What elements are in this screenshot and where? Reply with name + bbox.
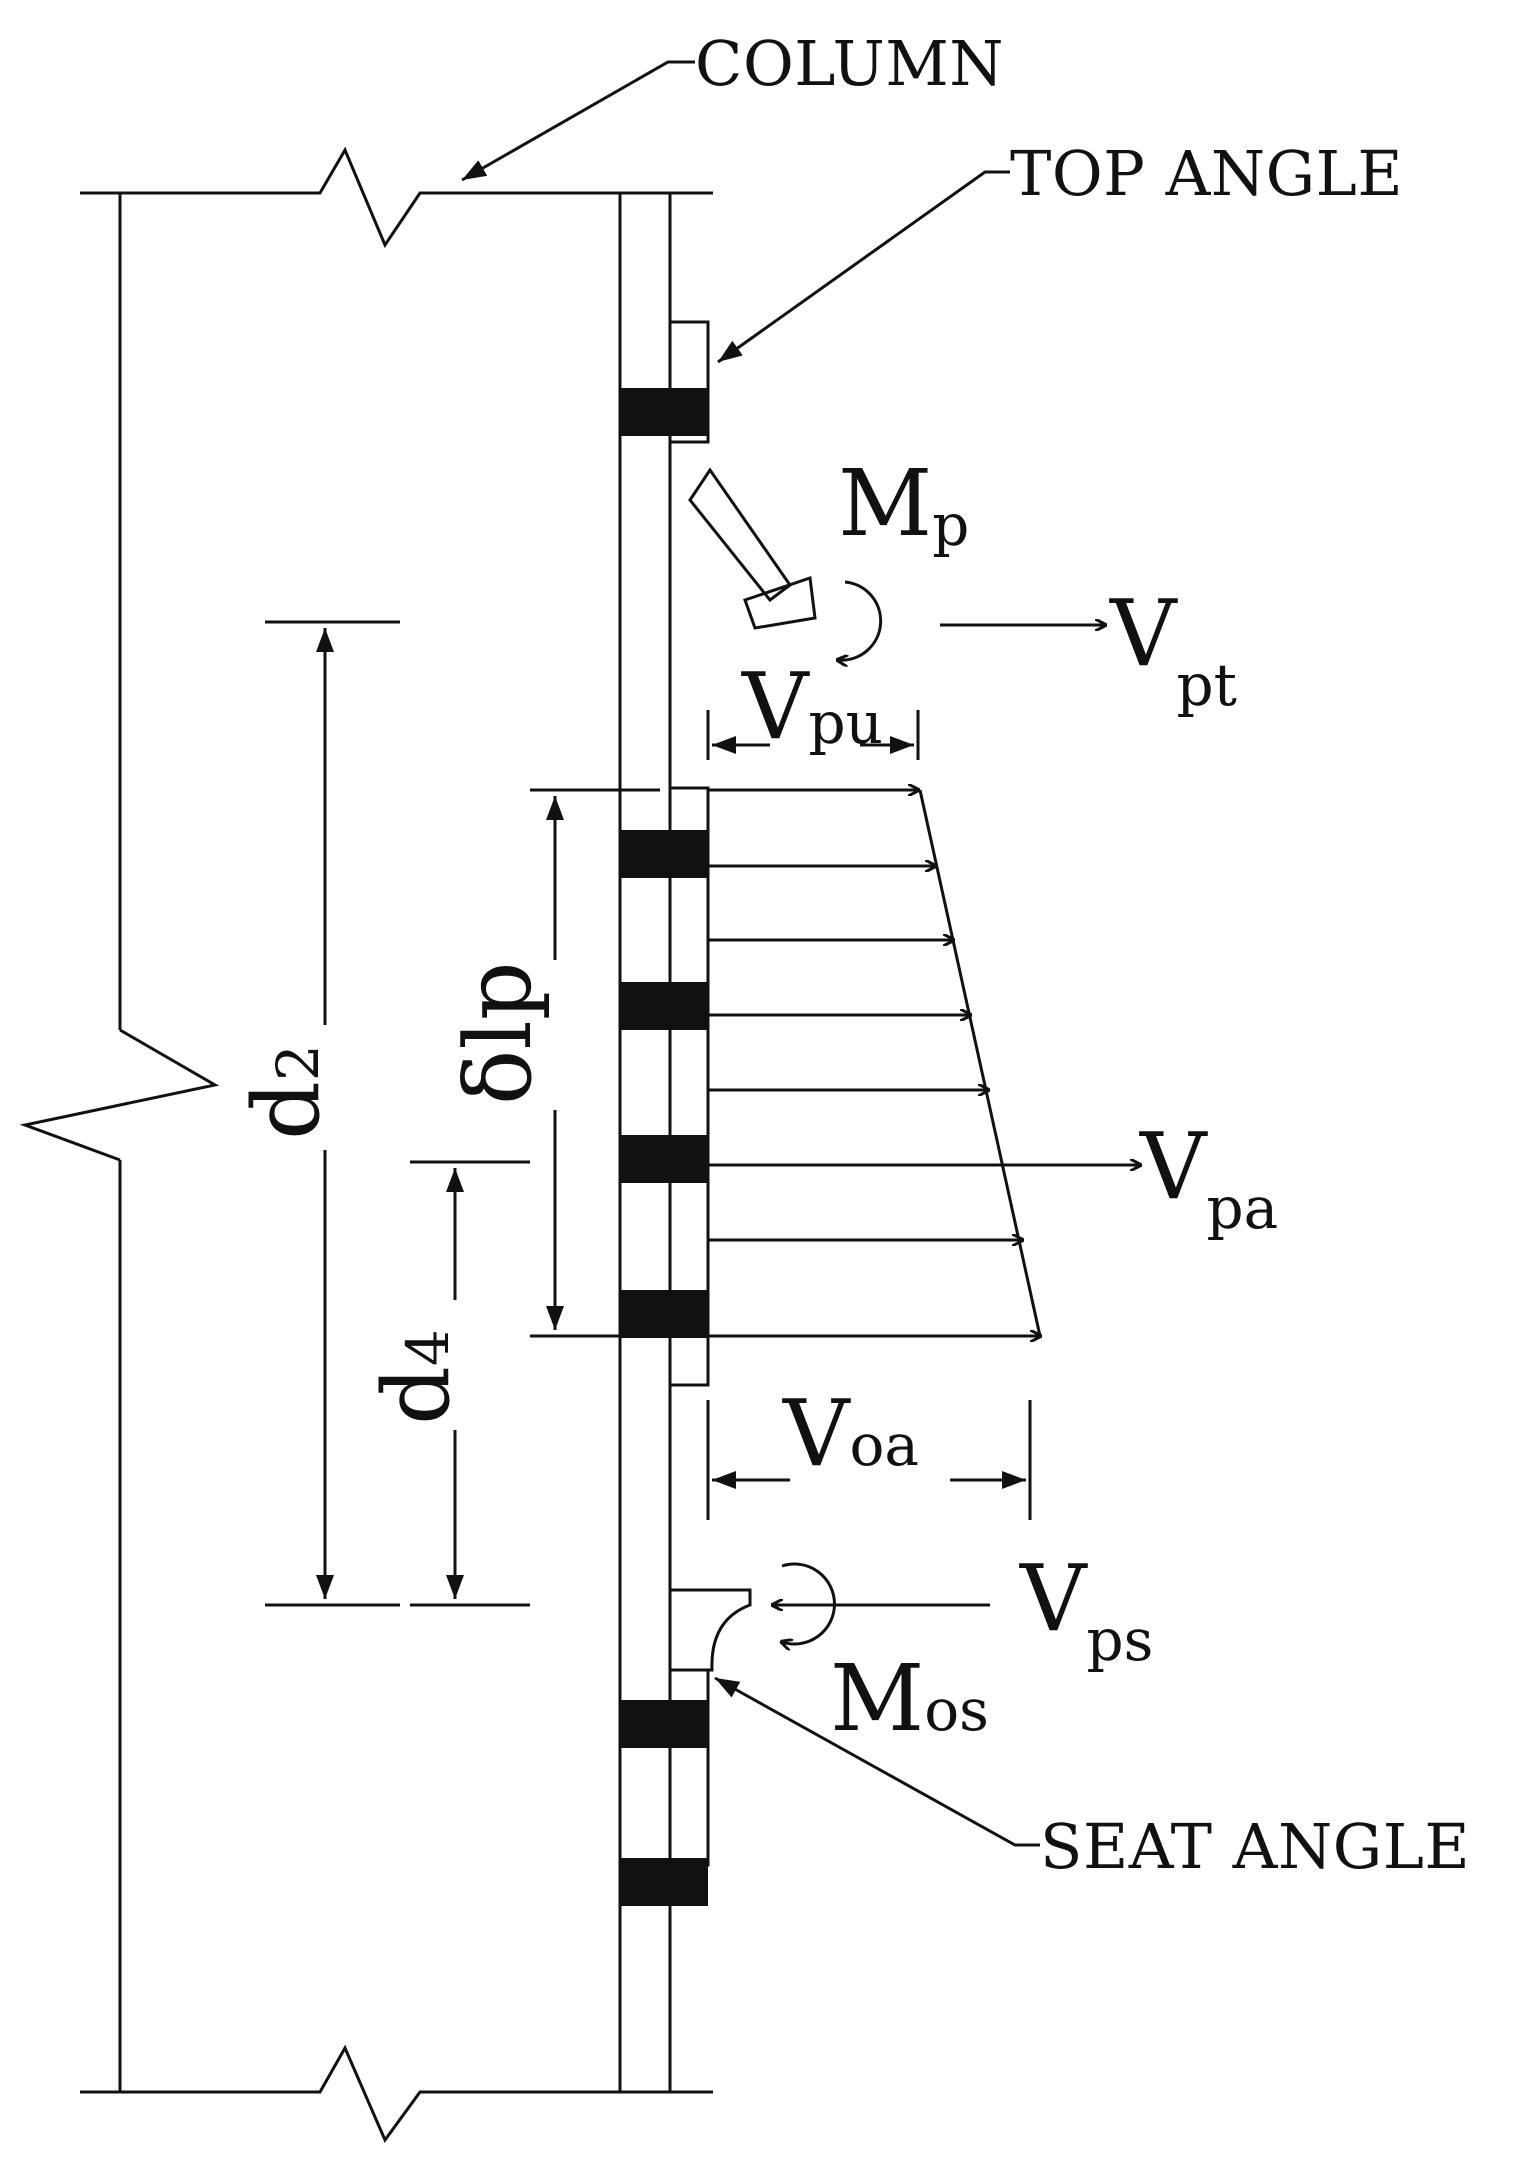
vpu-dimension: [706, 710, 920, 760]
dlp-label: δlp: [445, 961, 552, 1105]
web-angle: [668, 786, 710, 1387]
bolt: [620, 1858, 708, 1906]
vpu-label: Vpu: [741, 653, 883, 760]
top-angle-label: TOP ANGLE: [1010, 137, 1403, 210]
d4-label: d4: [363, 1329, 470, 1425]
d2-dimension: [265, 620, 400, 1607]
vpa-label: Vpa: [1139, 1113, 1278, 1242]
mos-moment-arc: [782, 1562, 836, 1644]
mp-label: Mp: [838, 450, 969, 559]
voa-dimension: [706, 1400, 1032, 1520]
bolt: [620, 388, 708, 436]
shear-distribution: [530, 790, 1140, 1336]
bolts: [620, 388, 708, 1906]
top-angle: [668, 320, 817, 630]
leaders: [461, 60, 1040, 1847]
bolt: [620, 1290, 708, 1338]
bolt: [620, 1700, 708, 1748]
mp-moment-arc: [838, 580, 883, 660]
vps-label: Vps: [1019, 1545, 1153, 1674]
d2-label: d2: [233, 1044, 340, 1140]
d4-dimension: [410, 1160, 530, 1607]
vpt-label: Vpt: [1109, 580, 1237, 719]
bolt: [620, 982, 708, 1030]
column-label: COLUMN: [695, 27, 1004, 100]
bolt: [620, 830, 708, 878]
bolt: [620, 1135, 708, 1183]
mos-label: Mos: [830, 1645, 989, 1752]
seat-angle-label: SEAT ANGLE: [1040, 1810, 1470, 1883]
voa-label: Voa: [782, 1380, 919, 1487]
column-outline: [19, 146, 713, 2144]
